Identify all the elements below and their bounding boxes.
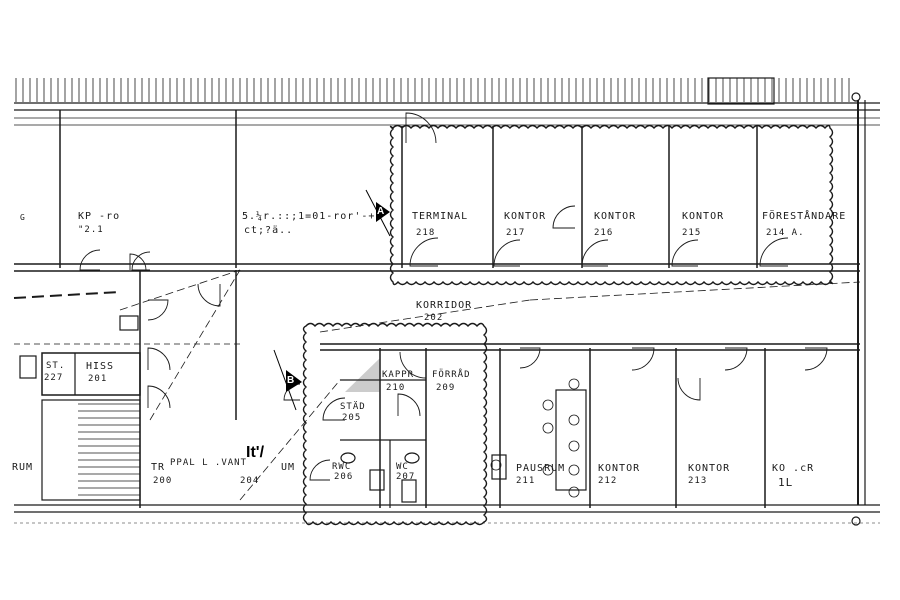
room-210-number: 210 (386, 383, 406, 393)
room-213-number: 213 (688, 476, 708, 486)
corridor-name: KORRIDOR (416, 300, 473, 311)
room-207-name: WC (396, 462, 409, 472)
room-200-name: TR (151, 462, 166, 473)
corridor-number: 202 (424, 313, 444, 323)
room-left-rum: RUM (12, 462, 34, 473)
room-204-number: 204 (240, 476, 260, 486)
room-205-name: STÄD (340, 402, 366, 412)
room-216-number: 216 (594, 228, 614, 238)
room-201-number: 201 (88, 374, 108, 384)
room-218-number: 218 (416, 228, 436, 238)
section-marker-b (273, 349, 302, 411)
room-211-number: 211 (516, 476, 536, 486)
room-right-number: 1L (778, 476, 794, 489)
section-a-letter: A (377, 206, 385, 217)
room-215-name: KONTOR (682, 211, 725, 222)
revision-cloud-upper (389, 124, 834, 286)
room-207-number: 207 (396, 472, 416, 482)
room-214-name: FÖRESTÅNDARE (762, 211, 847, 222)
revision-cloud-lower (302, 322, 488, 526)
room-212-name: KONTOR (598, 463, 641, 474)
room-221-name: KP -ro (78, 211, 121, 222)
room-212-number: 212 (598, 476, 618, 486)
room-206-name: RWC (332, 462, 352, 472)
handwritten-mark: It'/ (246, 444, 265, 461)
section-b-letter: B (287, 375, 295, 386)
room-222-name: 5.¼r.::;1=01-ror'-+ (242, 211, 376, 222)
room-left-um: UM (281, 462, 296, 473)
room-209-name: FÖRRÅD (432, 370, 471, 380)
room-left-mark: G (20, 213, 26, 222)
room-201-name: HISS (86, 361, 115, 372)
room-217-number: 217 (506, 228, 526, 238)
room-204-name: PPAL L .VANT (170, 458, 248, 468)
room-221-number: "2.1 (78, 225, 104, 235)
room-200-number: 200 (153, 476, 173, 486)
room-213-name: KONTOR (688, 463, 731, 474)
room-216-name: KONTOR (594, 211, 637, 222)
room-217-name: KONTOR (504, 211, 547, 222)
room-227-number: 227 (44, 373, 64, 383)
room-227-name: ST. (46, 361, 66, 371)
room-214-number: 214 A. (766, 228, 805, 238)
room-206-number: 206 (334, 472, 354, 482)
room-210-name: KAPPR (382, 370, 415, 380)
room-218-name: TERMINAL (412, 211, 469, 222)
room-209-number: 209 (436, 383, 456, 393)
room-222-number: ct;?ä.. (244, 225, 294, 236)
top-hatch (15, 78, 850, 102)
room-right-name: KO .cR (772, 463, 815, 474)
room-205-number: 205 (342, 413, 362, 423)
room-215-number: 215 (682, 228, 702, 238)
section-marker-a (365, 189, 391, 237)
room-211-name: PAUSRUM (516, 463, 566, 474)
